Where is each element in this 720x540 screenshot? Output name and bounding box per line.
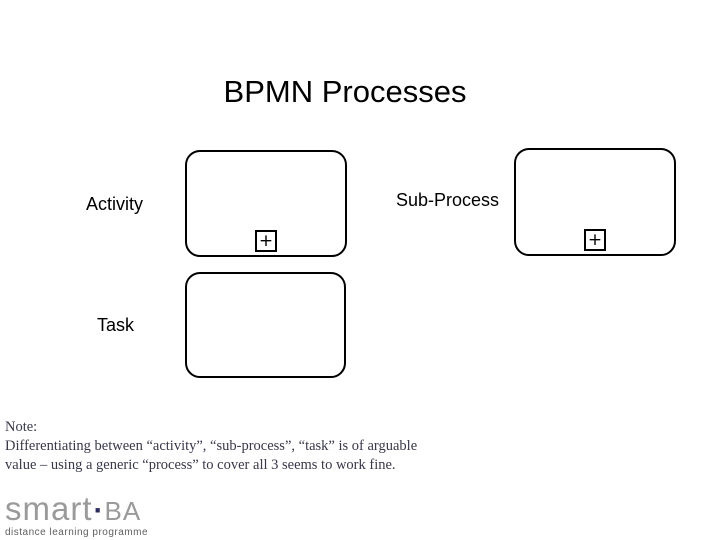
logo-wordmark: smart · BA [5,490,148,528]
logo-text-ba: BA [104,496,142,526]
smartba-logo: smart · BA distance learning programme [5,490,149,539]
task-label: Task [97,315,135,335]
sub-process-label: Sub-Process [396,190,500,210]
note-line: Differentiating between “activity”, “sub… [5,438,418,454]
note-heading: Note: [5,419,38,435]
slide-title: BPMN Processes [223,74,467,109]
sub-process-shape: + [514,148,676,256]
plus-expand-icon: + [584,229,606,251]
logo-text-smart: smart [5,490,93,527]
logo-dot-icon: · [93,494,104,527]
activity-label: Activity [86,194,144,214]
note-block: Note: Differentiating between “activity”… [5,418,417,475]
task-shape [185,272,346,378]
note-line: value – using a generic “process” to cov… [5,457,396,473]
logo-tagline: distance learning programme [5,527,149,538]
plus-expand-icon: + [255,230,277,252]
activity-shape: + [185,150,347,257]
